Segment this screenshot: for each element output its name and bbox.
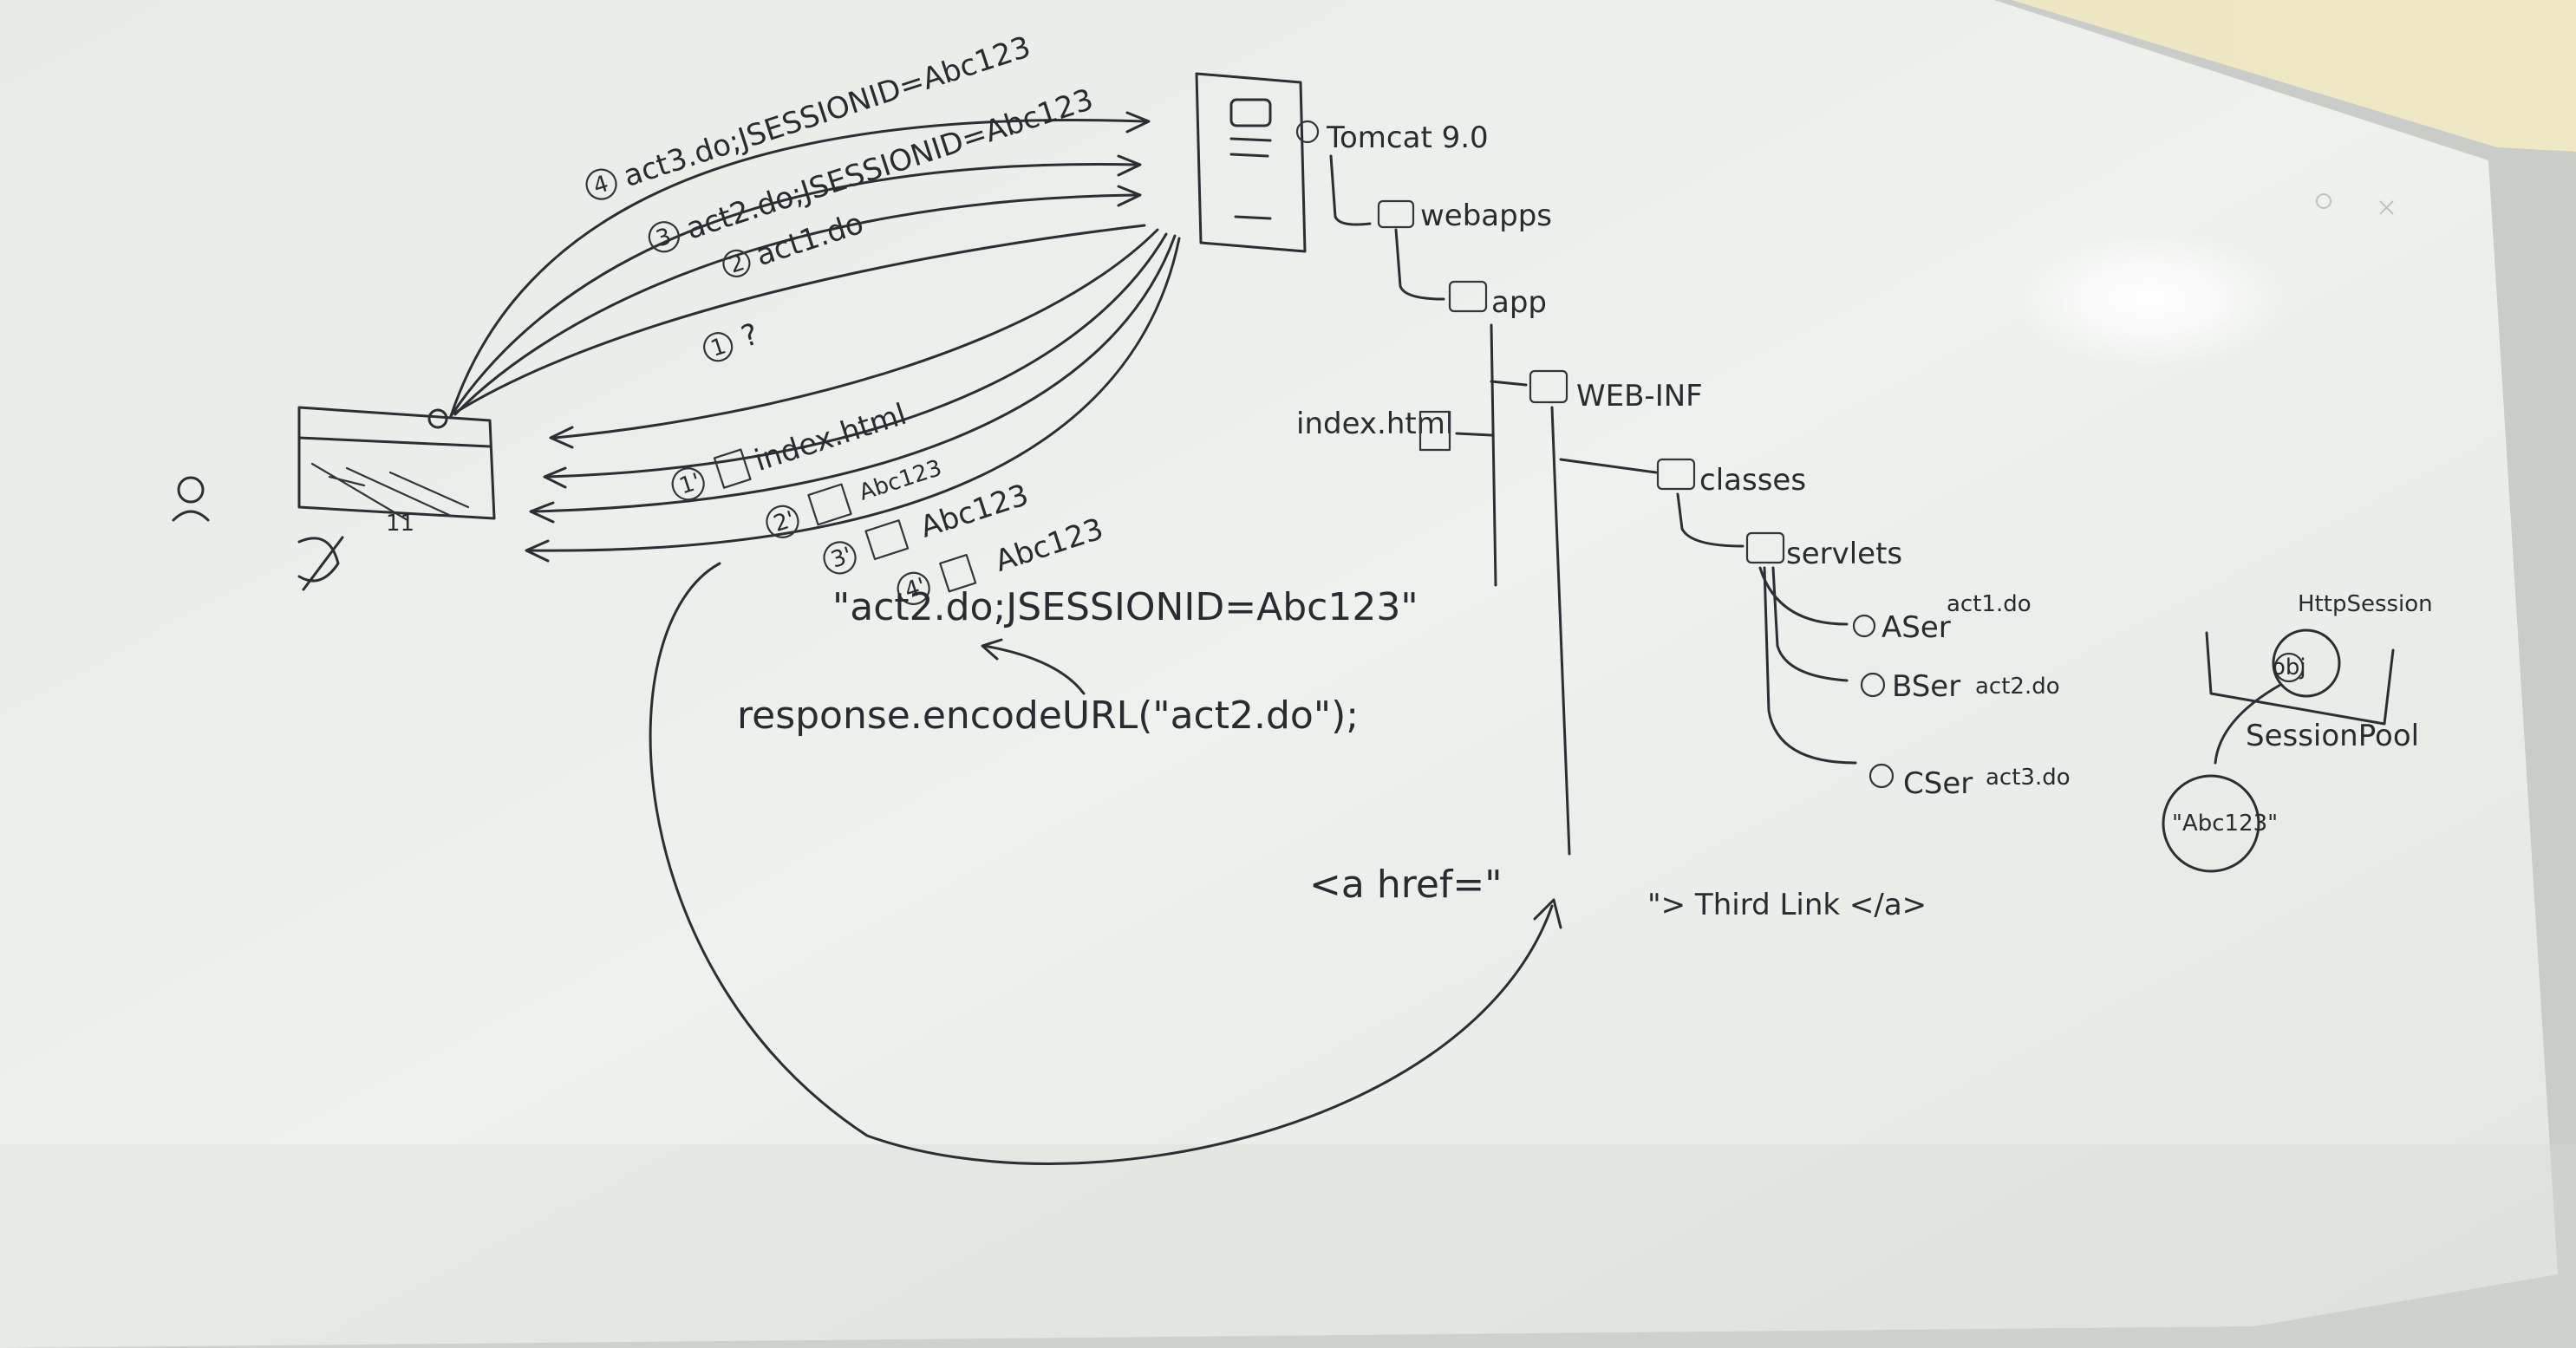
board-corner-marks (2316, 193, 2394, 215)
anchor-tag-note: <a href=" "> Third Link </a> (1309, 863, 1927, 922)
anchor-end: "> Third Link </a> (1647, 888, 1927, 922)
light-glare (2012, 230, 2289, 368)
servlet-a-url: act1.do (1947, 591, 2031, 617)
session-id: "Abc123" (2172, 811, 2278, 837)
tree-servlets: servlets (1786, 537, 1902, 571)
encode-url-call: response.encodeURL("act2.do"); (737, 694, 1359, 738)
directory-tree: Tomcat 9.0 webapps app WEB-INF index.htm… (1295, 120, 2071, 856)
request-arrows (449, 111, 1151, 418)
code-notes: "act2.do;JSESSIONID=Abc123" response.enc… (737, 585, 1418, 738)
response-arrows (525, 228, 1181, 563)
session-pool-label: SessionPool (2246, 719, 2419, 753)
servlet-b-name: BSer (1892, 669, 1960, 704)
tree-webinf: WEB-INF (1576, 379, 1703, 414)
tree-app: app (1491, 285, 1547, 320)
tree-webapps: webapps (1420, 199, 1552, 233)
anchor-start: <a href=" (1309, 863, 1503, 907)
tree-root: Tomcat 9.0 (1326, 120, 1489, 155)
server-sketch (1195, 72, 1307, 253)
session-pool-sketch: obj HttpSession SessionPool "Abc123" (2162, 591, 2433, 873)
servlet-a-name: ASer (1881, 610, 1951, 645)
session-httpsession: HttpSession (2298, 591, 2433, 617)
user-figure (172, 476, 210, 522)
tree-classes: classes (1699, 463, 1806, 498)
encoded-url-string: "act2.do;JSESSIONID=Abc123" (832, 585, 1418, 629)
servlet-c-url: act3.do (1986, 765, 2071, 791)
lower-shadow (0, 1144, 2576, 1348)
loop-arrow (649, 562, 1554, 1165)
session-obj: obj (2272, 654, 2306, 681)
servlet-c-name: CSer (1903, 766, 1973, 801)
browser-mark: 11 (386, 511, 414, 537)
browser-sketch: 11 (297, 406, 496, 591)
servlet-b-url: act2.do (1975, 674, 2060, 700)
